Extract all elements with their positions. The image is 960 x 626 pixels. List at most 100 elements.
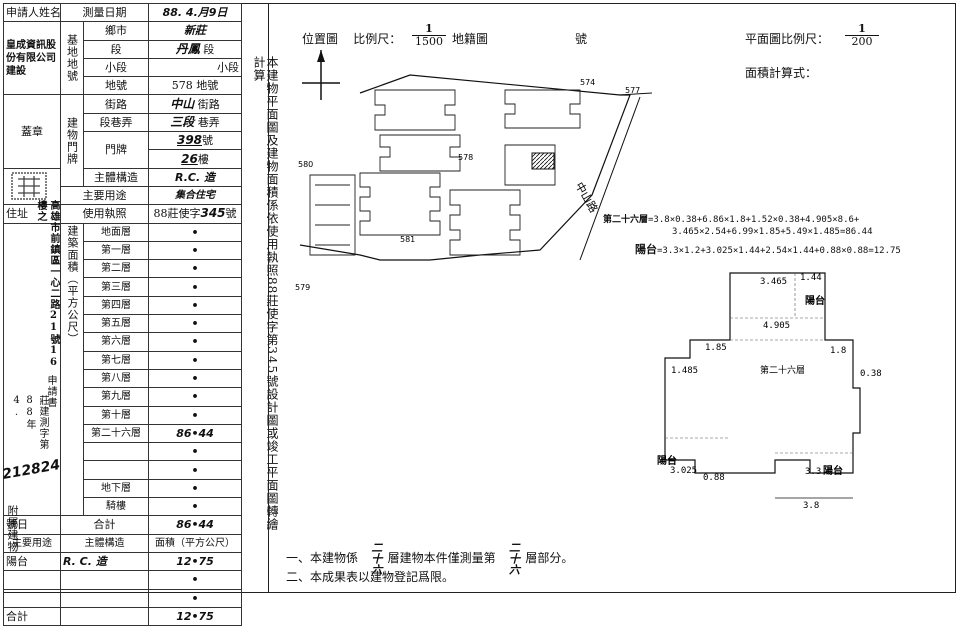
floor-area: • — [148, 332, 243, 352]
plan-dim-8: 3.025 — [670, 466, 697, 476]
floor-area: • — [148, 368, 243, 389]
door-number: 398 — [176, 133, 203, 148]
floor-26-label: 第二十六層 — [760, 364, 805, 376]
floor-area: • — [148, 259, 243, 279]
note-1-floors: 二十六 — [369, 542, 383, 575]
seal-stamp — [11, 171, 47, 200]
applicant-label: 申請人姓名 — [3, 2, 61, 23]
section-value: 丹鳳 — [175, 41, 200, 56]
floor-area: • — [148, 478, 243, 499]
annex-area: • — [148, 570, 243, 590]
structure-value: R.C. 造 — [148, 167, 243, 187]
statement-vertical: 本建物平面圖及建物面積係依使用執照88莊使字第345號設計圖或竣工平面圖轉繪計算 — [252, 56, 279, 541]
annex-header-struct: 主體構造 — [59, 533, 150, 553]
annex-header-area: 面積（平方公尺） — [148, 533, 243, 553]
building-blocks — [309, 89, 581, 256]
plan-scale-num: 1 — [858, 22, 866, 35]
street-label: 街路 — [82, 94, 150, 114]
lane-suffix: 巷弄 — [197, 115, 220, 129]
floor-name: 第一層 — [82, 240, 150, 261]
permit-suffix: 號 — [225, 207, 237, 221]
permit-value: 88莊使字 — [153, 207, 201, 221]
formula-1: 第二十六層=3.8×0.38+6.86×1.8+1.52×0.38+4.905×… — [603, 212, 859, 225]
north-arrow-icon — [302, 50, 340, 100]
floor-name: 第五層 — [82, 314, 150, 334]
base-label: 基地地號 — [60, 21, 84, 96]
map-number-label: 號 — [575, 32, 588, 46]
floor-area: • — [148, 460, 243, 480]
lot-label-581: 581 — [400, 235, 415, 244]
address-cell — [3, 222, 61, 517]
address-label: 住址 — [3, 204, 61, 224]
floor-name: 騎樓 — [82, 497, 150, 517]
annex-struct: R. C. 造 — [59, 551, 150, 572]
annex-area: 12•75 — [148, 551, 243, 572]
formula-2-value: =3.3×1.2+3.025×1.44+2.54×1.44+0.88×0.88=… — [657, 246, 901, 256]
floor-suffix: 樓 — [197, 152, 209, 166]
plan-dim-4: 1.85 — [705, 343, 727, 353]
note-1-suffix: 層部分。 — [525, 551, 574, 565]
building-label: 建物門牌 — [60, 94, 84, 187]
floor-name: 第八層 — [82, 368, 150, 389]
floor-name: 第九層 — [82, 387, 150, 407]
balcony-label-2: 陽台 — [657, 454, 677, 467]
floor-name: 第二層 — [82, 259, 150, 279]
divider — [268, 4, 269, 592]
lot-label-577: 577 — [625, 86, 640, 95]
floor-area: • — [148, 497, 243, 517]
plan-dim-1: 3.465 — [760, 277, 787, 287]
area-calc-label: 面積計算式： — [745, 66, 818, 80]
permit-label: 使用執照 — [59, 204, 150, 224]
lot-suffix: 地號 — [196, 79, 219, 93]
floor-area: • — [148, 295, 243, 316]
floor-area: • — [148, 314, 243, 334]
subsection-label: 小段 — [82, 57, 150, 78]
plan-inner-lines — [665, 273, 853, 454]
formula-1b: 3.465×2.54+6.99×1.85+5.49×1.485=86.44 — [672, 227, 873, 237]
note-1: 一、本建物係 二十六 層建物本件僅測量第 二十六 層部分。 — [286, 542, 573, 575]
section-suffix: 段 — [203, 42, 215, 56]
note-2: 二、本成果表以建物登記爲限。 — [286, 570, 455, 584]
note-1-prefix: 一、本建物係 — [286, 551, 359, 565]
lot-label-574: 574 — [580, 78, 595, 87]
floor-plan: 3.465 1.44 陽台 4.905 1.85 1.8 1.485 第二十六層… — [657, 272, 882, 511]
plan-dim-10: 3.3 — [805, 467, 821, 477]
address-value: 高雄市前鎮區一心二路21號16樓之 — [35, 200, 59, 369]
floor-number: 26 — [181, 151, 198, 166]
balcony-label-3: 陽台 — [823, 464, 843, 477]
plan-scale-fraction: 1 200 — [845, 23, 879, 48]
area-group-label: 建築面積（平方公尺） — [66, 225, 79, 345]
lane-label: 段巷弄 — [82, 112, 150, 133]
plan-scale-label: 平面圖比例尺： — [745, 32, 830, 46]
lot-label-579: 579 — [295, 283, 310, 292]
location-scale-fraction: 1 1500 — [412, 23, 446, 48]
formula-1-label: 第二十六層 — [603, 215, 649, 225]
permit-number: 345 — [200, 206, 226, 221]
floor-area: • — [148, 350, 243, 370]
floor-name: 第十層 — [82, 405, 150, 425]
floor-name — [82, 442, 150, 462]
formula-2: 陽台=3.3×1.2+3.025×1.44+2.54×1.44+0.88×0.8… — [635, 241, 901, 257]
lane-value: 三段 — [170, 114, 195, 129]
total-label: 合計 — [59, 515, 150, 535]
app-no-label: 申請書 — [45, 375, 56, 408]
annex-area: • — [148, 588, 243, 608]
annex-struct — [59, 570, 150, 590]
note-1-floor: 二十六 — [507, 542, 521, 575]
plan-dim-11: 3.8 — [803, 501, 819, 511]
annex-use — [3, 588, 61, 608]
plan-dim-6: 1.485 — [671, 366, 698, 376]
floor-name: 第二十六層 — [82, 423, 150, 444]
lot-value: 578 — [171, 79, 193, 93]
plan-dim-7: 0.38 — [860, 369, 882, 379]
city-value: 新莊 — [148, 21, 243, 41]
floor-area: • — [148, 387, 243, 407]
floor-name: 地面層 — [82, 222, 150, 242]
floor-area: • — [148, 277, 243, 297]
location-scale-label: 比例尺： — [353, 32, 402, 46]
city-label: 鄉市 — [82, 21, 150, 41]
lot-label: 地號 — [82, 76, 150, 96]
annex-struct — [59, 606, 150, 626]
floor-name: 第三層 — [82, 277, 150, 297]
location-map: 578 574 577 581 580 579 中山路 — [295, 50, 653, 292]
